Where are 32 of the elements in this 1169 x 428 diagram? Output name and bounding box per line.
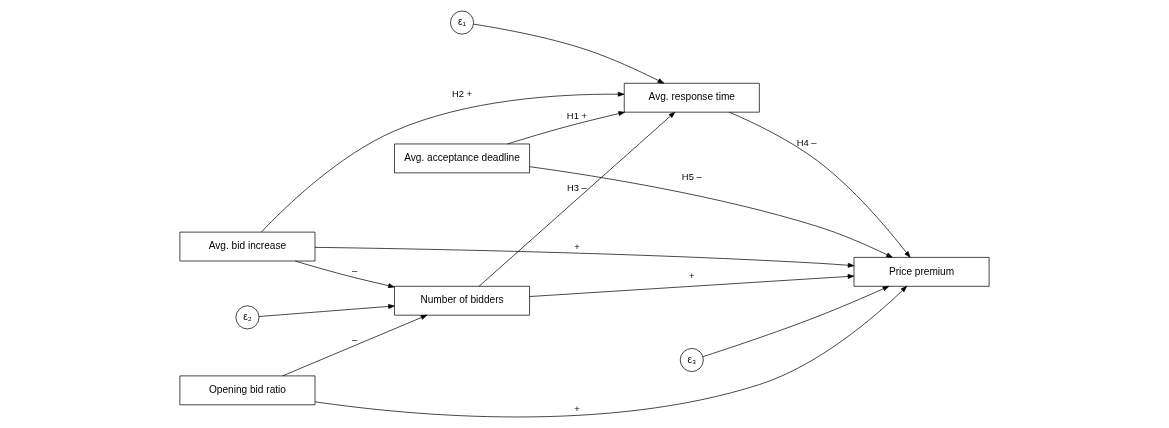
- arrow: [282, 314, 428, 377]
- arrow: [314, 285, 908, 418]
- node-box: Avg. acceptance deadline: [394, 143, 530, 174]
- node-box: Avg. bid increase: [179, 231, 316, 262]
- node-circle: ε₃: [679, 348, 704, 372]
- edge-label: H2 +: [451, 87, 473, 99]
- node-box: Opening bid ratio: [179, 375, 316, 406]
- edge-label: H4 –: [796, 136, 817, 148]
- edge-label: +: [574, 403, 580, 415]
- edge-label: H5 –: [681, 170, 702, 182]
- arrow: [294, 260, 395, 288]
- arrow: [261, 91, 625, 233]
- arrow: [529, 166, 893, 258]
- node-circle: ε₁: [450, 10, 474, 35]
- arrow: [507, 111, 625, 145]
- edge-label: +: [574, 241, 580, 253]
- node-box: Number of bidders: [394, 285, 530, 316]
- node-circle: ε₂: [235, 305, 260, 330]
- edge-label: H1 +: [566, 109, 587, 121]
- arrow: [702, 286, 890, 357]
- arrow: [729, 111, 911, 258]
- node-box: Avg. response time: [623, 82, 760, 113]
- arrow: [529, 274, 855, 297]
- edge-label: –: [352, 333, 358, 345]
- edge-label: +: [689, 270, 695, 282]
- arrow: [314, 247, 855, 268]
- node-box: Price premium: [853, 257, 990, 287]
- edge-label: –: [352, 265, 358, 277]
- arrow: [478, 111, 676, 287]
- arrow: [258, 304, 395, 317]
- edge-label: H3 –: [567, 182, 587, 194]
- arrow: [473, 23, 665, 84]
